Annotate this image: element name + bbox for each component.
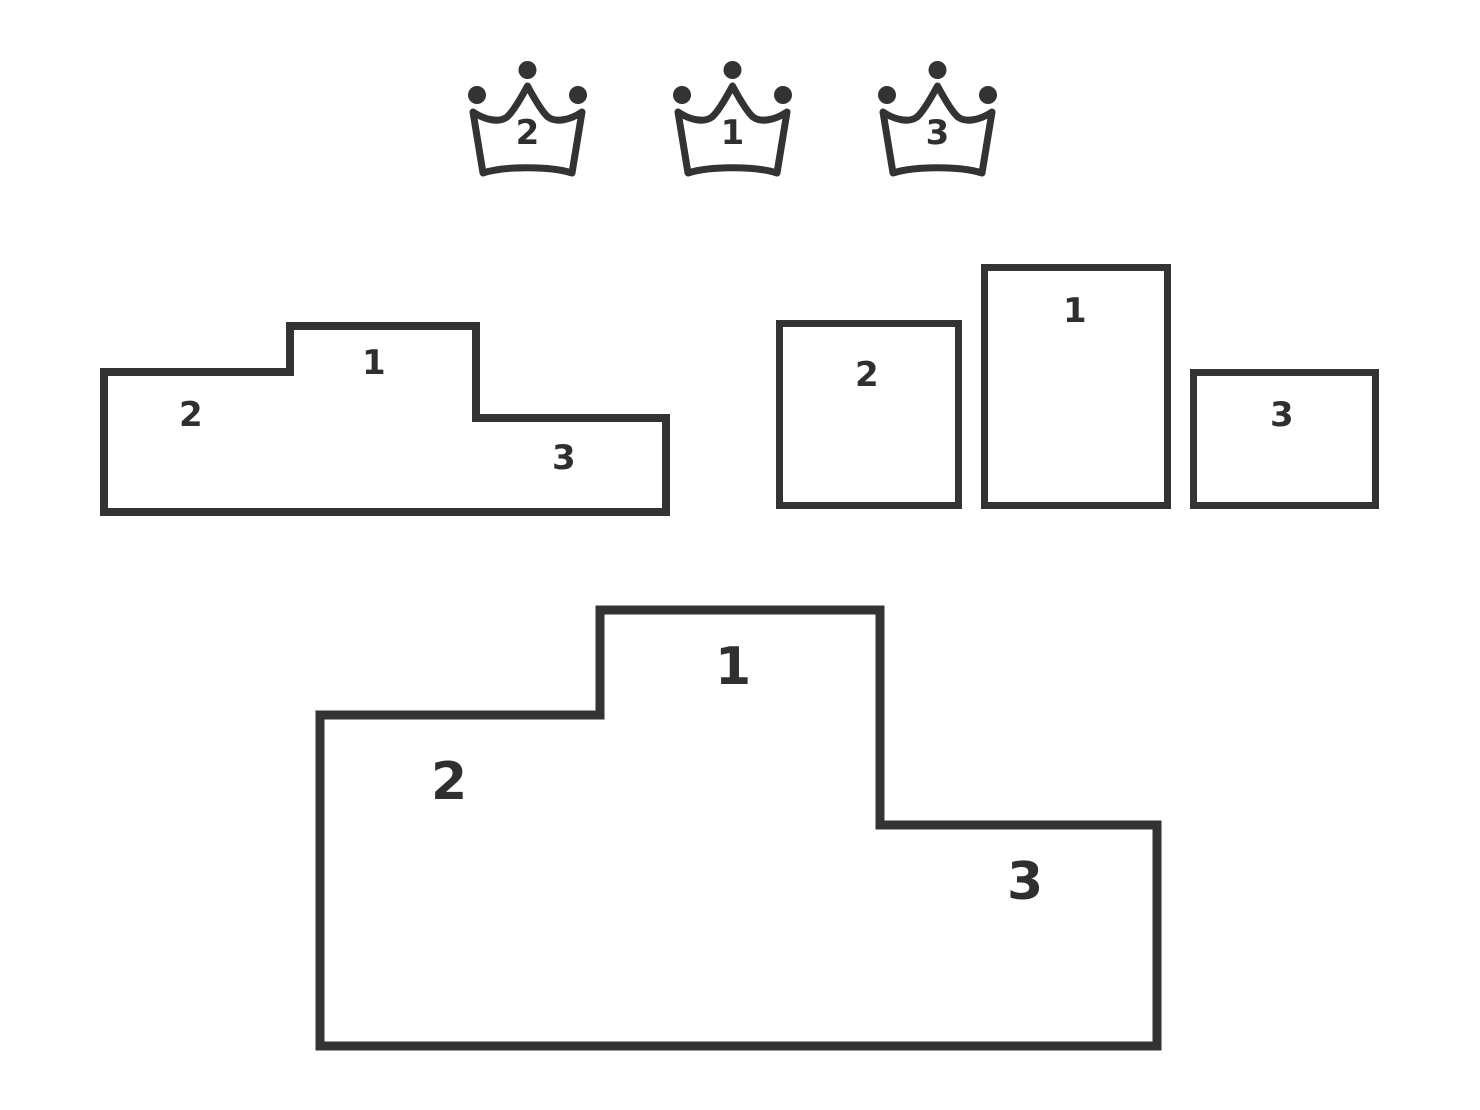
podium-small-label-third: 3 bbox=[552, 438, 576, 478]
crown-row: 2 1 3 bbox=[455, 55, 1025, 190]
podium-outline-large bbox=[315, 605, 1162, 1051]
podium-large-label-third: 3 bbox=[1007, 852, 1044, 912]
crown-label: 3 bbox=[925, 112, 950, 153]
podium-box-label-first: 1 bbox=[1063, 291, 1087, 331]
podium-outline-small bbox=[100, 322, 670, 516]
crown-icon-first: 1 bbox=[660, 55, 805, 180]
podium-box-first bbox=[981, 264, 1171, 509]
crown-label: 1 bbox=[720, 112, 745, 153]
podium-large-label-first: 1 bbox=[715, 637, 752, 697]
crown-label: 2 bbox=[515, 112, 540, 153]
podium-box-label-second: 2 bbox=[855, 355, 879, 395]
crown-icon-second: 2 bbox=[455, 55, 600, 180]
podium-small-label-second: 2 bbox=[179, 395, 203, 435]
crown-icon-third: 3 bbox=[865, 55, 1010, 180]
podium-large-label-second: 2 bbox=[431, 752, 468, 812]
podium-box-second bbox=[776, 320, 962, 509]
podium-box-label-third: 3 bbox=[1270, 395, 1294, 435]
podium-small-label-first: 1 bbox=[362, 343, 386, 383]
podium-box-third bbox=[1190, 369, 1379, 509]
